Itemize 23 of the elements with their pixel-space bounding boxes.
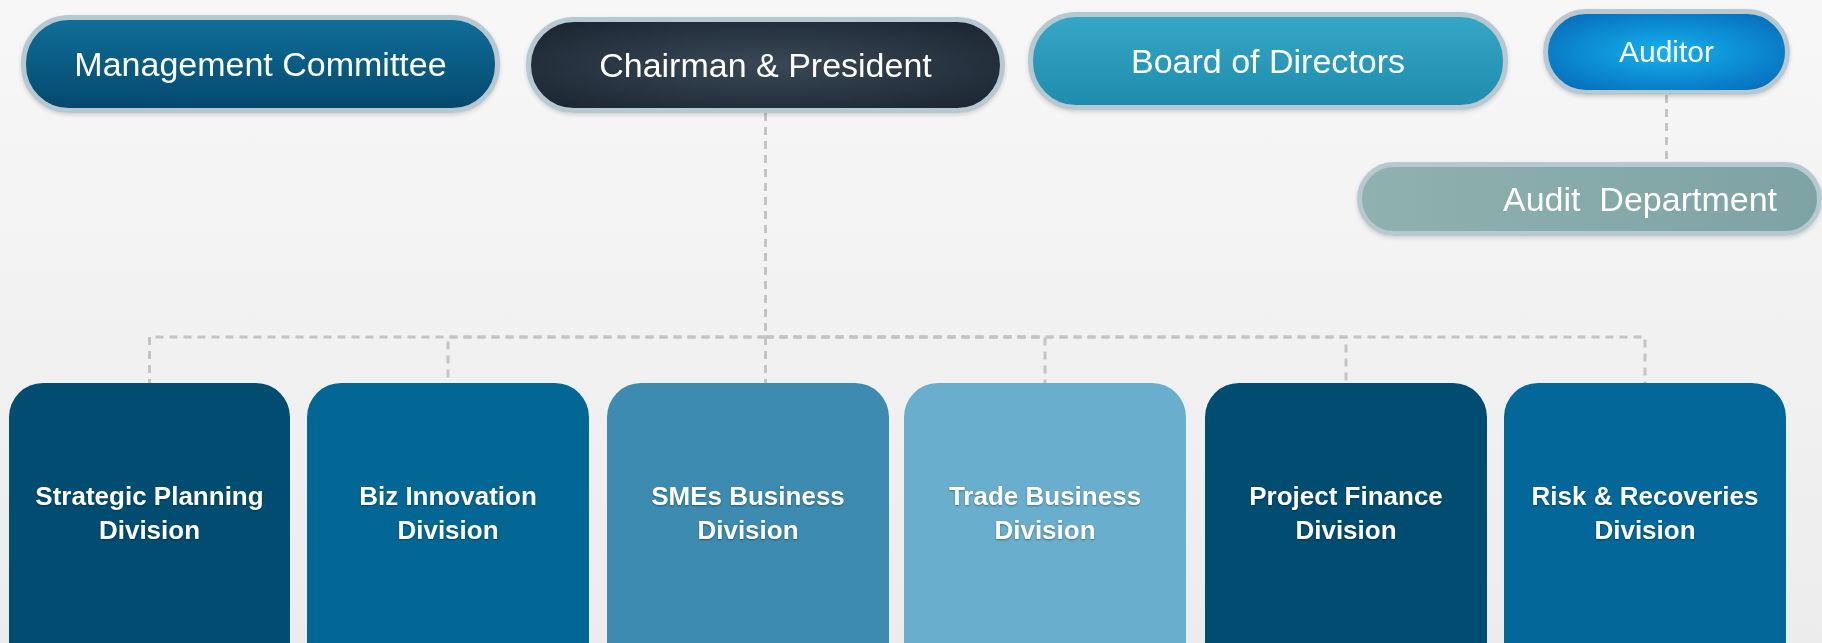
unit-name: Auditor — [1618, 35, 1715, 69]
division-box — [307, 383, 589, 643]
division-box — [607, 383, 889, 643]
division-name: Risk & Recoveries Division — [1530, 480, 1760, 547]
division-name: Strategic Planning Division — [34, 480, 265, 547]
division-box — [9, 383, 290, 643]
unit-name: Chairman & President — [599, 45, 932, 85]
division-box — [904, 383, 1186, 643]
division-name: Project Finance Division — [1248, 480, 1444, 547]
unit-name: Board of Directors — [1131, 41, 1405, 81]
division-name: SMEs Business Division — [650, 480, 846, 547]
connector-line — [1665, 95, 1668, 162]
unit-pill — [526, 17, 1005, 113]
division-box — [1205, 383, 1487, 643]
unit-pill — [1357, 162, 1822, 236]
unit-name: Management Committee — [74, 44, 447, 84]
unit-pill — [21, 15, 500, 113]
division-name: Biz Innovation Division — [358, 480, 538, 547]
unit-pill — [1028, 12, 1508, 110]
unit-pill — [1543, 9, 1790, 95]
division-box — [1504, 383, 1786, 643]
division-name: Trade Business Division — [947, 480, 1143, 547]
unit-name: Audit Department — [1502, 179, 1777, 219]
